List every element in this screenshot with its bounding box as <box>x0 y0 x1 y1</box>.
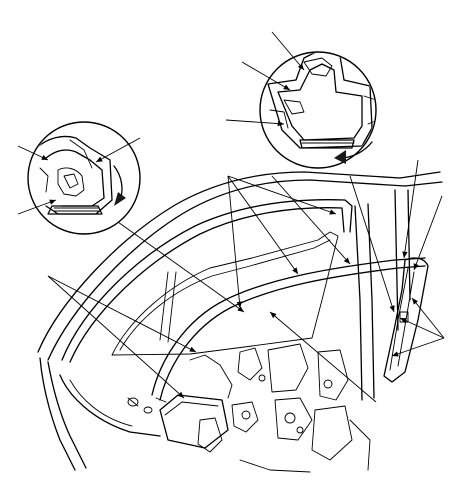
curved-arrow-head-icon <box>114 192 126 206</box>
curved-arrow-head-icon-2 <box>334 150 346 164</box>
detail-circle-left <box>27 121 141 235</box>
leader-lines <box>17 31 445 403</box>
detail-circle-right <box>259 51 377 169</box>
rear-weatherstrip-piece <box>383 257 429 383</box>
